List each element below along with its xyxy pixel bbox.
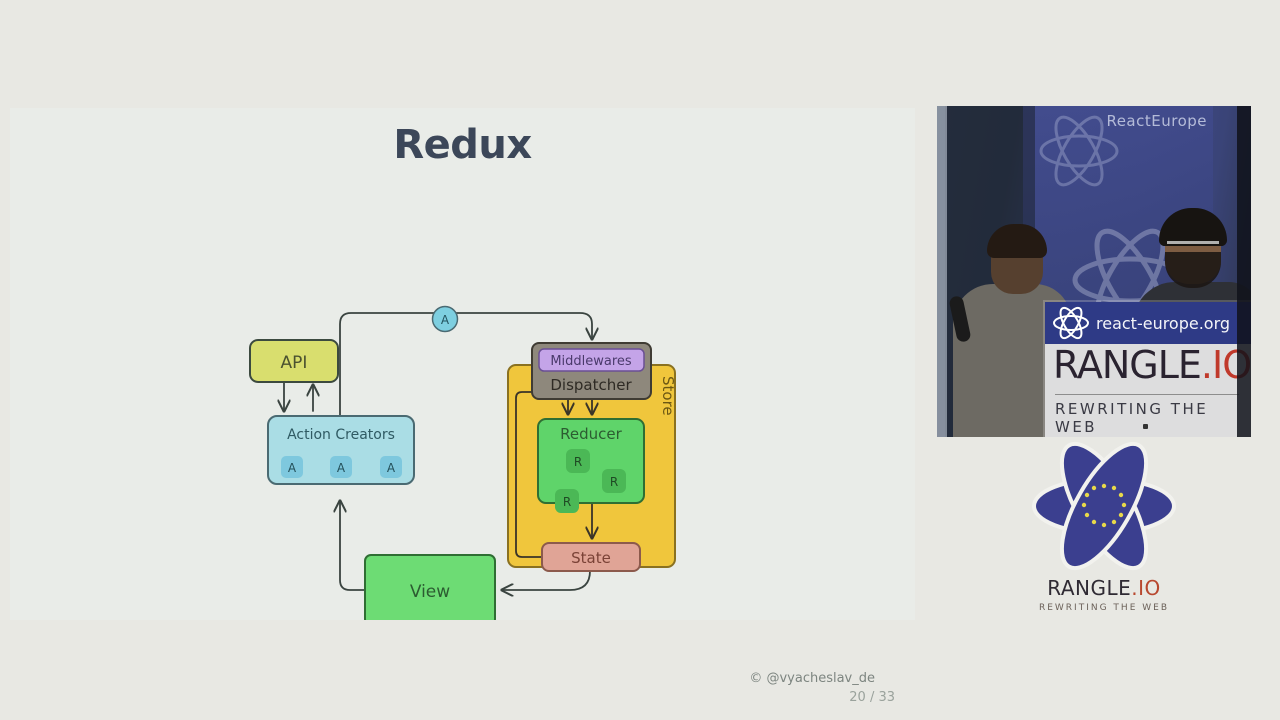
- speaker-one-hair: [987, 224, 1047, 258]
- reducer-r-1: R: [574, 455, 582, 469]
- atom-deco-icon: [1037, 112, 1121, 190]
- edge-state-to-view: [502, 570, 591, 590]
- middlewares-node: [538, 348, 645, 372]
- redux-flow-diagram: Store Reducer R R: [249, 305, 677, 620]
- dispatcher-label: Dispatcher: [550, 376, 632, 394]
- action-token-label: A: [441, 313, 450, 327]
- presentation-slide: Redux: [10, 108, 915, 705]
- sign-divider: [1055, 394, 1239, 395]
- react-europe-logo-icon: [1028, 440, 1180, 572]
- slide-page-indicator: 20 / 33: [849, 690, 895, 705]
- reducer-r-2: R: [610, 475, 618, 489]
- rangle-logo-block: RANGLE.IO REWRITING THE WEB: [1020, 440, 1188, 630]
- logo-brand-main: RANGLE: [1047, 576, 1132, 600]
- logo-brand: RANGLE.IO: [1020, 576, 1188, 600]
- view-node: View: [364, 554, 496, 620]
- sign-dot: [1143, 424, 1148, 429]
- action-a-2: A: [337, 461, 346, 475]
- sign-url: react-europe.org: [1096, 313, 1231, 333]
- sponsor-sign: react-europe.org RANGLE.IO REWRITING THE…: [1045, 302, 1251, 437]
- sign-brand: RANGLE.IO: [1053, 343, 1251, 387]
- action-sub-boxes: A A A: [281, 456, 402, 478]
- page-title: Redux: [393, 122, 532, 168]
- store-label: Store: [659, 376, 677, 416]
- sign-header: react-europe.org: [1045, 302, 1251, 344]
- edge-view-to-action-creators: [340, 501, 366, 591]
- action-a-1: A: [288, 461, 297, 475]
- video-edge-strip: [937, 106, 947, 437]
- middlewares-label: Middlewares: [550, 354, 632, 369]
- action-creators-node: Action Creators A A A: [267, 415, 415, 485]
- dispatcher-node: Middlewares Dispatcher: [531, 342, 652, 400]
- state-node: State: [541, 542, 641, 572]
- video-shadow-right: [1237, 106, 1251, 437]
- slide-credit: © @vyacheslav_de: [749, 671, 875, 686]
- api-node: API: [249, 339, 339, 383]
- action-creators-label: Action Creators: [287, 427, 395, 443]
- view-label: View: [410, 582, 450, 602]
- glasses-icon: [1167, 241, 1219, 254]
- reducer-node: Reducer R R R: [537, 418, 645, 513]
- logo-tagline: REWRITING THE WEB: [1038, 603, 1170, 613]
- reducer-sub-boxes: R R R: [555, 449, 626, 513]
- edge-action-creators-to-dispatcher: [339, 312, 592, 417]
- api-label: API: [281, 353, 308, 373]
- action-token-node: A: [431, 305, 459, 333]
- logo-brand-suffix: .IO: [1131, 576, 1161, 600]
- sign-brand-main: RANGLE: [1053, 343, 1202, 387]
- reducer-label: Reducer: [560, 425, 622, 443]
- backdrop-text: ReactEurope: [1106, 112, 1207, 130]
- reducer-r-3: R: [563, 495, 571, 509]
- action-a-3: A: [387, 461, 396, 475]
- react-atom-icon: [1051, 306, 1091, 340]
- state-label: State: [571, 549, 611, 567]
- speaker-video[interactable]: ReactEurope: [937, 106, 1251, 437]
- sign-tagline: REWRITING THE WEB: [1055, 400, 1209, 436]
